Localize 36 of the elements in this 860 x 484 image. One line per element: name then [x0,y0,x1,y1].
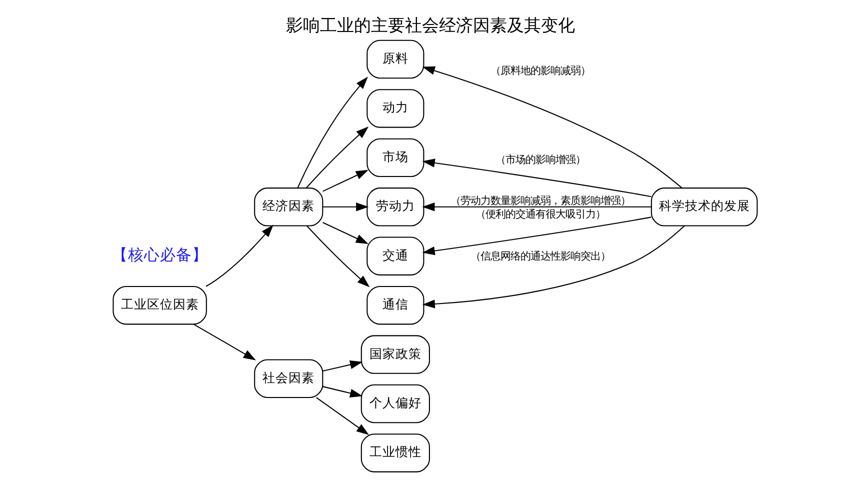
edge-label: （便利的交通有很大吸引力） [474,208,605,220]
arrow [205,224,273,286]
node-box: 动力 [366,88,424,128]
edge-label: （劳动力数量影响减弱，素质影响增强） [450,194,630,206]
edge-label: （原料地的影响减弱） [490,64,590,76]
arrow [422,216,651,255]
node-box: 交通 [366,236,424,275]
node-box: 原料 [366,39,424,78]
arrow [296,76,368,188]
node-box: 经济因素 [254,187,323,226]
arrow [192,323,256,360]
arrow [322,169,368,192]
node-box: 工业惯性 [360,433,430,472]
arrow [322,202,368,211]
arrow [422,202,651,211]
arrow [316,396,369,434]
node-box: 劳动力 [366,187,424,226]
arrow [305,126,368,188]
node-box: 社会因素 [254,358,323,398]
node-box: 科学技术的发展 [650,187,758,226]
arrow [306,225,370,287]
node-box: 国家政策 [360,334,430,374]
arrow [322,222,368,244]
label: 【核心必备】 [111,244,208,264]
edge-label: （信息网络的通达性影响突出） [470,250,610,262]
arrow [322,386,362,397]
arrow [322,360,362,371]
arrow [422,224,684,308]
arrow [422,158,651,197]
node-box: 个人偏好 [360,384,430,423]
node-box: 通信 [366,285,424,324]
node-box: 市场 [366,138,424,177]
node-box: 工业区位因素 [112,285,206,324]
arrow [422,66,682,188]
edge-label: （市场的影响增强） [494,153,585,166]
diagram-title: 影响工业的主要社会经济因素及其变化 [286,14,574,34]
